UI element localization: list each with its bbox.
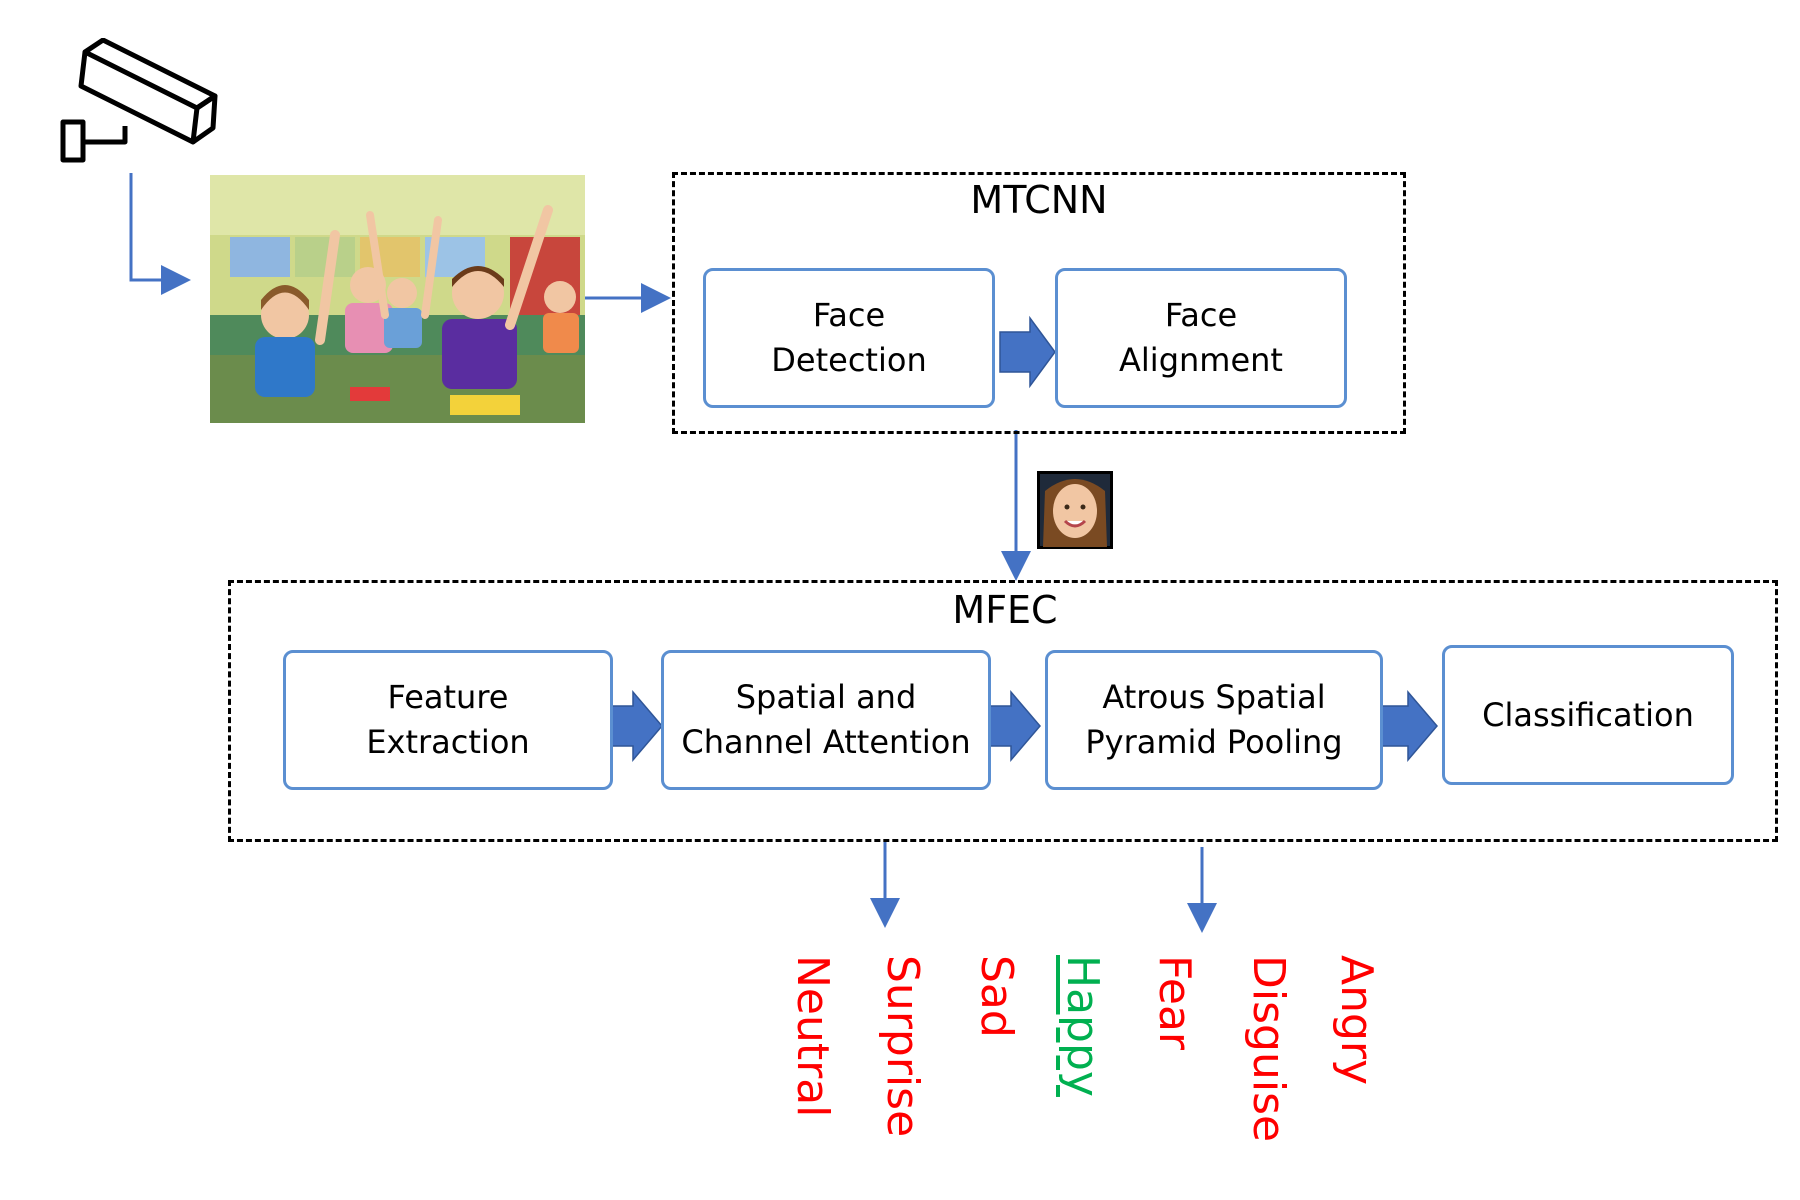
camera-to-image-arrow bbox=[129, 173, 191, 295]
stage-spatial-channel-attention-line2: Channel Attention bbox=[681, 723, 971, 761]
stage-feature-extraction-line1: Feature bbox=[387, 678, 509, 717]
stage-spatial-channel-attention: Spatial and Channel Attention bbox=[661, 650, 991, 790]
stage-feature-extraction: Feature Extraction bbox=[283, 650, 613, 790]
stage-classification: Classification bbox=[1442, 645, 1734, 785]
mfec-title: MFEC bbox=[952, 588, 1058, 632]
stage-aspp-line2: Pyramid Pooling bbox=[1085, 723, 1343, 761]
stage-atrous-spatial-pyramid-pooling: Atrous Spatial Pyramid Pooling bbox=[1045, 650, 1383, 790]
stage-spatial-channel-attention-line1: Spatial and bbox=[735, 678, 917, 717]
mtcnn-title: MTCNN bbox=[970, 178, 1108, 222]
emotion-label-fear: Fear bbox=[1149, 955, 1200, 1051]
emotion-label-disguise: Disguise bbox=[1243, 955, 1294, 1143]
emotion-label-happy: Happy bbox=[1057, 955, 1108, 1097]
emotion-label-sad: Sad bbox=[971, 955, 1022, 1038]
stage-face-detection: Face Detection bbox=[703, 268, 995, 408]
face-crop-photo bbox=[1037, 471, 1113, 549]
stage-face-detection-line2: Detection bbox=[771, 341, 927, 379]
mtcnn-group bbox=[672, 172, 1406, 434]
classroom-photo bbox=[210, 175, 585, 423]
stage-aspp-line1: Atrous Spatial bbox=[1102, 678, 1326, 717]
emotion-label-neutral: Neutral bbox=[787, 955, 838, 1118]
emotion-label-surprise: Surprise bbox=[877, 955, 928, 1138]
stage-face-alignment-line1: Face bbox=[1164, 296, 1238, 335]
cctv-camera-icon bbox=[60, 38, 218, 163]
stage-face-alignment-line2: Alignment bbox=[1119, 341, 1283, 379]
block-arrow-aspp-classification bbox=[1381, 689, 1438, 763]
stage-face-alignment: Face Alignment bbox=[1055, 268, 1347, 408]
stage-face-detection-line1: Face bbox=[812, 296, 886, 335]
block-arrow-detection-alignment bbox=[999, 315, 1056, 389]
emotion-label-angry: Angry bbox=[1331, 955, 1382, 1086]
stage-feature-extraction-line2: Extraction bbox=[366, 723, 530, 761]
mfec-group bbox=[228, 580, 1778, 842]
stage-classification-line1: Classification bbox=[1482, 695, 1694, 734]
